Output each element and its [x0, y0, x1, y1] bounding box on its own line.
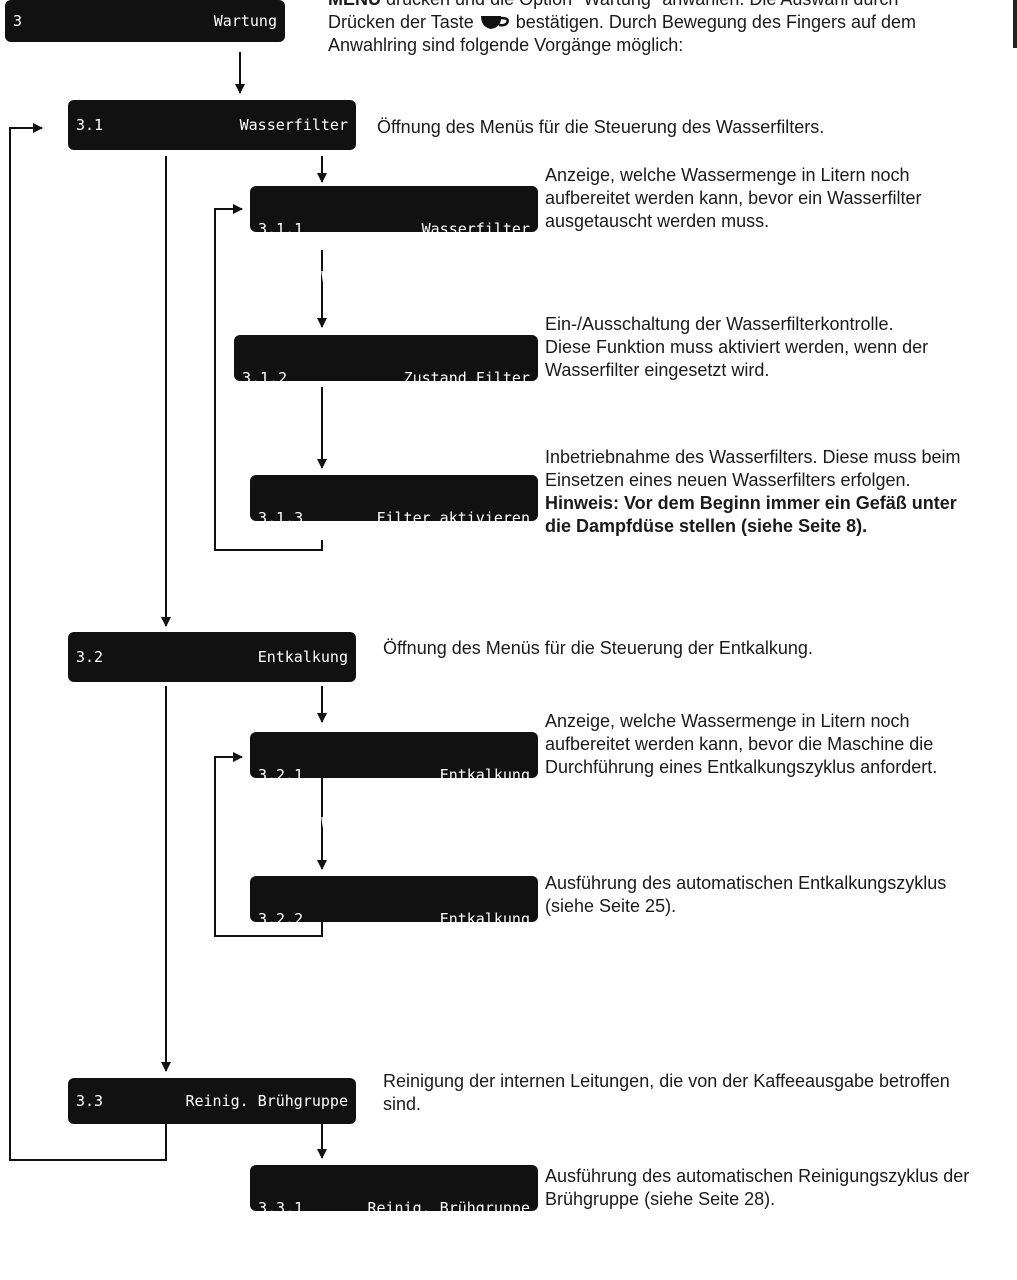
desc-3-1: Öffnung des Menüs für die Steuerung des … [377, 117, 825, 137]
display-3-1-1-wasserfilter: 3.1.1 Wasserfilter Verbl. Wassermenge 59 [250, 186, 538, 285]
display-value: 59 [511, 268, 530, 286]
desc-note: Hinweis: Vor dem Beginn immer ein Gefäß … [545, 493, 957, 513]
desc-line: Ein-/Ausschaltung der Wasserfilterkontro… [545, 314, 894, 334]
desc-line: Wasserfilter eingesetzt wird. [545, 360, 770, 380]
intro-text: MENU drücken und die Option "Wartung" an… [328, 0, 916, 57]
menu-keyword: MENU [328, 0, 381, 9]
desc-line: Anzeige, welche Wassermenge in Litern no… [545, 711, 910, 731]
display-value: Sofort ausführen [321, 557, 467, 575]
desc-line: Ausführung des automatischen Entkalkungs… [545, 873, 947, 893]
display-title: Entkalkung [257, 648, 348, 666]
display-number: 3.3.1 [258, 1199, 304, 1217]
display-title: Reinig. Brühgruppe [367, 1199, 530, 1217]
intro-line2a: Drücken der Taste [328, 12, 474, 32]
display-3-1-3-filter-aktivieren: 3.1.3 Filter aktivieren Sofort ausführen [250, 475, 538, 574]
display-title: Filter aktivieren [376, 509, 530, 527]
cup-icon [480, 16, 509, 29]
desc-3-2-2: Ausführung des automatischen Entkalkungs… [545, 872, 946, 918]
desc-3-1-2: Ein-/Ausschaltung der Wasserfilterkontro… [545, 313, 928, 382]
desc-line: Inbetriebnahme des Wasserfilters. Diese … [545, 447, 961, 467]
display-value: Sofort ausführen [321, 958, 467, 976]
desc-line: Anzeige, welche Wassermenge in Litern no… [545, 165, 910, 185]
desc-line: Ausführung des automatischen Reinigungsz… [545, 1166, 970, 1186]
desc-line: Durchführung eines Entkalkungszyklus anf… [545, 757, 938, 777]
flow-arrows [9, 52, 327, 1161]
display-title: Wasserfilter [421, 220, 530, 238]
desc-3-1-3: Inbetriebnahme des Wasserfilters. Diese … [545, 446, 961, 538]
display-3-2-1-entkalkung: 3.2.1 Entkalkung Verbl. Wassermenge 115 [250, 732, 538, 831]
display-value: 115 [502, 814, 530, 832]
desc-line: aufbereitet werden kann, bevor ein Wasse… [545, 188, 922, 208]
display-number: 3.1.1 [258, 220, 304, 238]
display-title: Zustand Filter [403, 369, 530, 387]
display-title: Entkalkung [439, 910, 530, 928]
intro-line2b: bestätigen. Durch Bewegung des Fingers a… [515, 12, 917, 32]
desc-line: aufbereitet werden kann, bevor die Masch… [545, 734, 934, 754]
display-3-1-2-zustand-filter: 3.1.2 Zustand Filter Ein [234, 335, 538, 434]
desc-3-3: Reinigung der internen Leitungen, die vo… [383, 1070, 950, 1116]
desc-3-1-1: Anzeige, welche Wassermenge in Litern no… [545, 164, 922, 233]
desc-line: Diese Funktion muss aktiviert werden, we… [545, 337, 929, 357]
display-number: 3.1.2 [242, 369, 288, 387]
desc-line: Einsetzen eines neuen Wasserfilters erfo… [545, 470, 911, 490]
display-number: 3 [13, 12, 23, 30]
display-3-2-entkalkung: 3.2 Entkalkung [68, 632, 356, 682]
display-number: 3.2 [76, 648, 104, 666]
desc-3-2: Öffnung des Menüs für die Steuerung der … [383, 638, 813, 658]
display-number: 3.2.1 [258, 766, 304, 784]
display-number: 3.1 [76, 116, 104, 134]
display-title: Wartung [213, 12, 277, 30]
display-number: 3.2.2 [258, 910, 304, 928]
display-3-wartung: 3 Wartung [5, 0, 285, 42]
page-edge-bar [1013, 0, 1017, 48]
display-number: 3.3 [76, 1092, 104, 1110]
desc-line: (siehe Seite 25). [545, 896, 677, 916]
desc-line: sind. [383, 1094, 422, 1114]
desc-note: die Dampfdüse stellen (siehe Seite 8). [545, 516, 868, 536]
display-3-3-reinig-bruehgruppe: 3.3 Reinig. Brühgruppe [68, 1078, 356, 1124]
display-number: 3.1.3 [258, 509, 304, 527]
display-value: Sofort ausführen [321, 1247, 467, 1265]
display-title: Wasserfilter [239, 116, 348, 134]
desc-line: Brühgruppe (siehe Seite 28). [545, 1189, 776, 1209]
desc-3-3-1: Ausführung des automatischen Reinigungsz… [545, 1165, 969, 1211]
display-label: Verbl. Wassermenge [258, 814, 421, 832]
intro-line1: drücken und die Option "Wartung" anwähle… [381, 0, 898, 9]
desc-line: Reinigung der internen Leitungen, die vo… [383, 1071, 950, 1091]
display-label: Verbl. Wassermenge [258, 268, 421, 286]
desc-line: ausgetauscht werden muss. [545, 211, 770, 231]
display-value: Ein [502, 417, 530, 435]
display-3-1-wasserfilter: 3.1 Wasserfilter [68, 100, 356, 150]
intro-line3: Anwahlring sind folgende Vorgänge möglic… [328, 35, 684, 55]
display-3-2-2-entkalkung: 3.2.2 Entkalkung Sofort ausführen [250, 876, 538, 975]
display-title: Reinig. Brühgruppe [185, 1092, 348, 1110]
display-title: Entkalkung [439, 766, 530, 784]
desc-3-2-1: Anzeige, welche Wassermenge in Litern no… [545, 710, 937, 779]
display-3-3-1-reinig-bruehgruppe: 3.3.1 Reinig. Brühgruppe Sofort ausführen [250, 1165, 538, 1264]
